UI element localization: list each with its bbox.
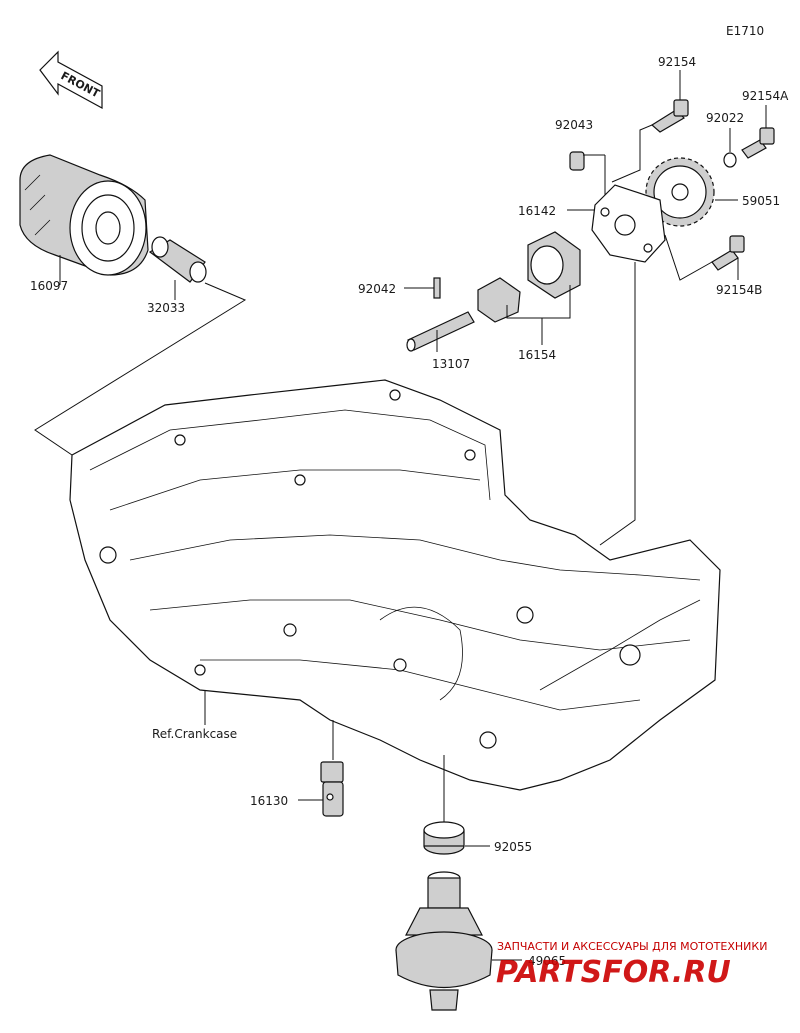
part-label-13107: 13107 — [432, 357, 470, 371]
part-label-92154: 92154 — [658, 55, 696, 69]
watermark-tagline: ЗАПЧАСТИ И АКСЕССУАРЫ ДЛЯ МОТОТЕХНИКИ — [497, 940, 767, 953]
ref-crankcase-label: Ref.Crankcase — [152, 727, 237, 741]
part-label-16097: 16097 — [30, 279, 68, 293]
strainer-49065 — [395, 871, 493, 1011]
bolt-92154A — [741, 127, 775, 159]
bolt-92154B — [711, 235, 745, 271]
front-arrow-icon: FRONT — [39, 50, 103, 110]
part-label-16154: 16154 — [518, 348, 556, 362]
oil-filter — [19, 154, 149, 276]
part-label-92043: 92043 — [555, 118, 593, 132]
part-label-92154A: 92154A — [742, 89, 789, 103]
part-label-16142: 16142 — [518, 204, 556, 218]
rotor-16154 — [477, 231, 581, 323]
pipe-32033 — [148, 236, 207, 283]
part-label-92022: 92022 — [706, 111, 744, 125]
part-label-32033: 32033 — [147, 301, 185, 315]
gear-59051 — [645, 157, 715, 227]
bolt-92154 — [650, 99, 689, 133]
nipple-16130 — [320, 761, 344, 817]
shaft-13107 — [406, 311, 475, 352]
part-label-16130: 16130 — [250, 794, 288, 808]
diagram-code: E1710 — [726, 24, 764, 38]
pump-body-16142 — [591, 184, 666, 263]
part-label-92055: 92055 — [494, 840, 532, 854]
part-label-49065: 49065 — [528, 954, 566, 968]
oring-92055 — [423, 821, 465, 855]
part-label-92154B: 92154B — [716, 283, 762, 297]
crankcase — [69, 379, 721, 791]
watermark-brand: PARTSFOR.RU — [496, 955, 731, 990]
part-label-59051: 59051 — [742, 194, 780, 208]
part-label-92042: 92042 — [358, 282, 396, 296]
